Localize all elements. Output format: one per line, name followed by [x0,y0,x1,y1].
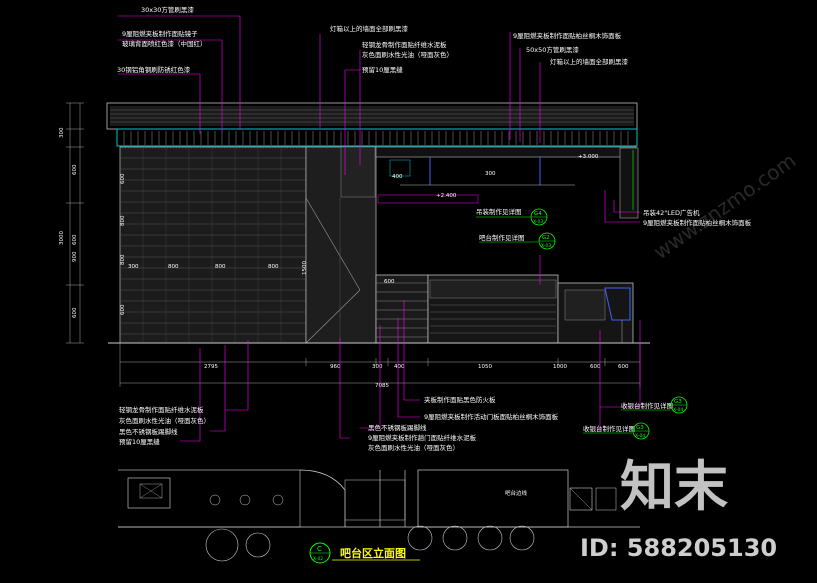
dim-total: 7085 [375,383,389,389]
suspended-ceiling [375,146,639,219]
dim-bottom-0: 2795 [204,364,218,370]
plan-view: 吧台边线 [118,469,640,562]
ann-bc-2: 黑色不锈钢板踢脚线 [368,423,427,432]
bar-counter-panel [375,274,559,344]
dim-bottom-3: 400 [394,364,405,370]
left-dimensions: 300 600 600 3000 900 600 [59,102,84,344]
cashier-counter [557,282,634,344]
callout-g3a-text: 收银台制作见详图 [621,401,673,410]
dim-bottom-4: 1050 [478,364,492,370]
ann-bc-4: 灰色面刷水性光油（哑面灰色） [368,443,459,452]
dim-bottom-7: 600 [618,364,629,370]
dim-bottom-2: 300 [372,364,383,370]
dim-left-3: 3000 [59,231,65,245]
callout-g3-b: 收银台制作见详图 G3 X-04 [583,422,650,440]
dim-bottom-6: 600 [590,364,601,370]
annotations-right: 吊装42"LED广告机 9厘阻燃夹板制作面贴柏丝桐木饰面板 [643,208,752,227]
fibre-cement-panel [305,146,377,344]
ann-r-1: 9厘阻燃夹板制作面贴柏丝桐木饰面板 [643,218,752,227]
level-300: 300 [485,171,496,177]
ann-bl-3: 预留10厘黑缝 [119,437,160,446]
dim-wall-mid-3: 800 [268,264,279,270]
callout-g4: 吊装制作见详图 G4 X-03 [476,207,548,226]
dim-bottom-5: 1000 [553,364,567,370]
dim-wall-top-0: 600 [120,173,126,184]
callout-g3-a: 收银台制作见详图 G3 X-04 [621,396,688,414]
ann-tl-3: 30钢铝角钢刷防锈红色漆 [117,65,191,74]
annotations-bottom-left: 轻钢龙骨制作面贴纤维水泥板 灰色面刷水性光油（哑面灰色） 黑色不锈钢板踢脚线 预… [119,405,210,446]
watermark-id: ID: 588205130 [580,534,777,562]
annotations-top-left: 30x30方管刷黑漆 9厘阻燃夹板制作面贴镜子 玻璃背面喷红色漆（中国红） 30… [117,5,207,74]
ann-r-0: 吊装42"LED广告机 [643,208,700,217]
dim-wall-mid-0: 300 [128,264,139,270]
callout-g2-num: G2 [542,235,550,241]
level-600: 600 [384,279,395,285]
ann-bl-1: 灰色面刷水性光油（哑面灰色） [119,416,210,425]
drawing-title-block: C X-02 吧台区立面图 [309,542,420,564]
dim-left-0: 300 [59,127,65,138]
callout-g3b-ref: X-04 [635,433,645,439]
ann-tc-3: 预留10厘黑缝 [362,65,403,74]
callout-g4-text: 吊装制作见详图 [476,207,522,216]
watermark-brand: 知末 [620,455,728,518]
dim-left-5: 600 [72,307,78,318]
title-ref: X-02 [313,556,323,562]
callout-g3b-text: 收银台制作见详图 [583,424,635,433]
dim-wall-mid-1: 800 [168,264,179,270]
callout-g3a-ref: X-04 [673,407,683,413]
ann-tl-2: 玻璃背面喷红色漆（中国红） [122,39,207,48]
dim-wall-mid-2: 800 [215,264,226,270]
title-num: C [317,545,322,553]
plan-label: 吧台边线 [505,489,528,497]
wall-dimensions: 600 800 800 600 300 800 800 800 1500 [120,173,308,315]
callout-g4-ref: X-03 [533,219,543,225]
ann-tr-1: 50x50方管刷黑漆 [526,45,579,54]
ann-tc-0: 灯箱以上的墙面全部刷黑漆 [330,24,409,33]
annotations-top-center: 灯箱以上的墙面全部刷黑漆 轻钢龙骨制作面贴纤维水泥板 灰色面刷水性光油（哑面灰色… [330,24,453,74]
drawing-title: 吧台区立面图 [340,546,406,560]
callout-g3a-num: G3 [674,399,682,405]
annotations-bottom-center: 夹板制作面贴黑色防火板 9厘阻燃夹板制作活动门板面贴柏丝桐木饰面板 黑色不锈钢板… [368,395,559,452]
dim-left-1: 600 [72,164,78,175]
dim-wall-top-3: 600 [120,304,126,315]
level-marks: +2.400 +3.000 300 400 600 [384,154,599,285]
dim-wall-mid-4: 1500 [302,261,308,275]
ann-tl-0: 30x30方管刷黑漆 [141,5,194,14]
ann-bl-2: 黑色不锈钢板踢脚线 [119,427,178,436]
ann-tr-0: 9厘阻燃夹板制作面贴柏丝桐木饰面板 [513,31,622,40]
level-2400: +2.400 [436,193,457,199]
annotations-top-right: 9厘阻燃夹板制作面贴柏丝桐木饰面板 50x50方管刷黑漆 灯箱以上的墙面全部刷黑… [513,31,629,66]
ann-bc-0: 夹板制作面贴黑色防火板 [424,395,496,404]
ann-tc-1: 轻钢龙骨制作面贴纤维水泥板 [362,40,447,49]
dim-left-2: 600 [72,234,78,245]
dim-left-4: 900 [72,251,78,262]
dim-wall-top-2: 800 [120,254,126,265]
ann-tl-1: 9厘阻燃夹板制作面贴镜子 [122,29,198,38]
callout-g4-num: G4 [534,211,542,217]
callout-g2-ref: X-03 [541,243,551,249]
ann-bc-3: 9厘阻燃夹板制作趟门面贴纤维水泥板 [368,433,477,442]
dim-wall-top-1: 800 [120,215,126,226]
ann-bl-0: 轻钢龙骨制作面贴纤维水泥板 [119,405,204,414]
level-400: 400 [392,174,403,180]
ann-bc-1: 9厘阻燃夹板制作活动门板面贴柏丝桐木饰面板 [424,412,559,421]
callout-g2-text: 吧台制作见详图 [479,233,525,242]
callout-g3b-num: G3 [636,425,644,431]
brick-wall [119,146,307,344]
leader-lines [118,15,641,442]
ann-tc-2: 灰色面刷水性光油（哑面灰色） [362,50,453,59]
callout-g2: 吧台制作见详图 G2 X-03 [479,232,556,250]
level-3000: +3.000 [578,154,599,160]
lightbox-band [106,102,638,147]
dim-bottom-1: 960 [330,364,341,370]
ann-tr-2: 灯箱以上的墙面全部刷黑漆 [550,57,629,66]
